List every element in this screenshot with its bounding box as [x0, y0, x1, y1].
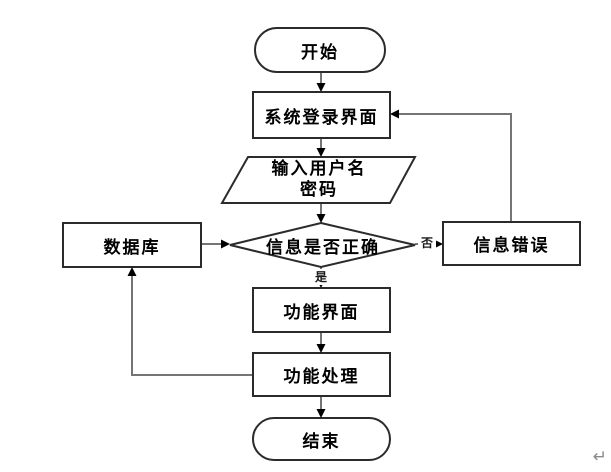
func-process-shape [252, 287, 391, 333]
end-terminator-shape [252, 417, 391, 461]
start-terminator-shape [254, 27, 386, 73]
decision-node-label: 信息是否正确 [266, 237, 380, 258]
edge-label-yes: 是 [312, 269, 330, 285]
arrowhead-decision-error [434, 239, 443, 249]
arrowhead-database-decision [221, 239, 230, 249]
end-node-label: 结束 [302, 431, 341, 452]
connector-lines [131, 72, 512, 411]
input-node-label-line2: 密码 [300, 180, 338, 200]
arrowhead-input-decision [316, 214, 326, 223]
handle-node-label: 功能处理 [283, 367, 360, 387]
arrowhead-handle-end [316, 409, 326, 418]
input-node-label-line1: 输入用户名 [271, 159, 367, 179]
func-node-label: 功能界面 [283, 302, 360, 323]
error-process-shape [442, 221, 581, 266]
connector-handle-database-loop [131, 275, 253, 376]
decision-diamond-shape [229, 221, 416, 269]
input-parallelogram-shape [220, 156, 417, 204]
arrowhead-func-handle [316, 344, 326, 353]
handle-process-shape [252, 352, 391, 397]
node-shapes [62, 27, 581, 461]
input-node-label: 输入用户名 密码 [240, 157, 398, 203]
arrowhead-start-login [316, 83, 326, 92]
arrowhead-error-login [390, 109, 399, 119]
error-node-label: 信息错误 [473, 236, 550, 256]
database-node-label: 数据库 [103, 237, 161, 258]
arrowhead-login-input [316, 148, 326, 157]
arrowhead-handle-database [127, 267, 137, 276]
paragraph-return-mark: ↵ [592, 447, 607, 467]
login-process-shape [252, 91, 391, 139]
start-node-label: 开始 [301, 42, 339, 63]
edge-label-no: 否 [418, 235, 436, 251]
connector-error-login-loop [397, 113, 512, 222]
login-node-label: 系统登录界面 [264, 107, 379, 128]
